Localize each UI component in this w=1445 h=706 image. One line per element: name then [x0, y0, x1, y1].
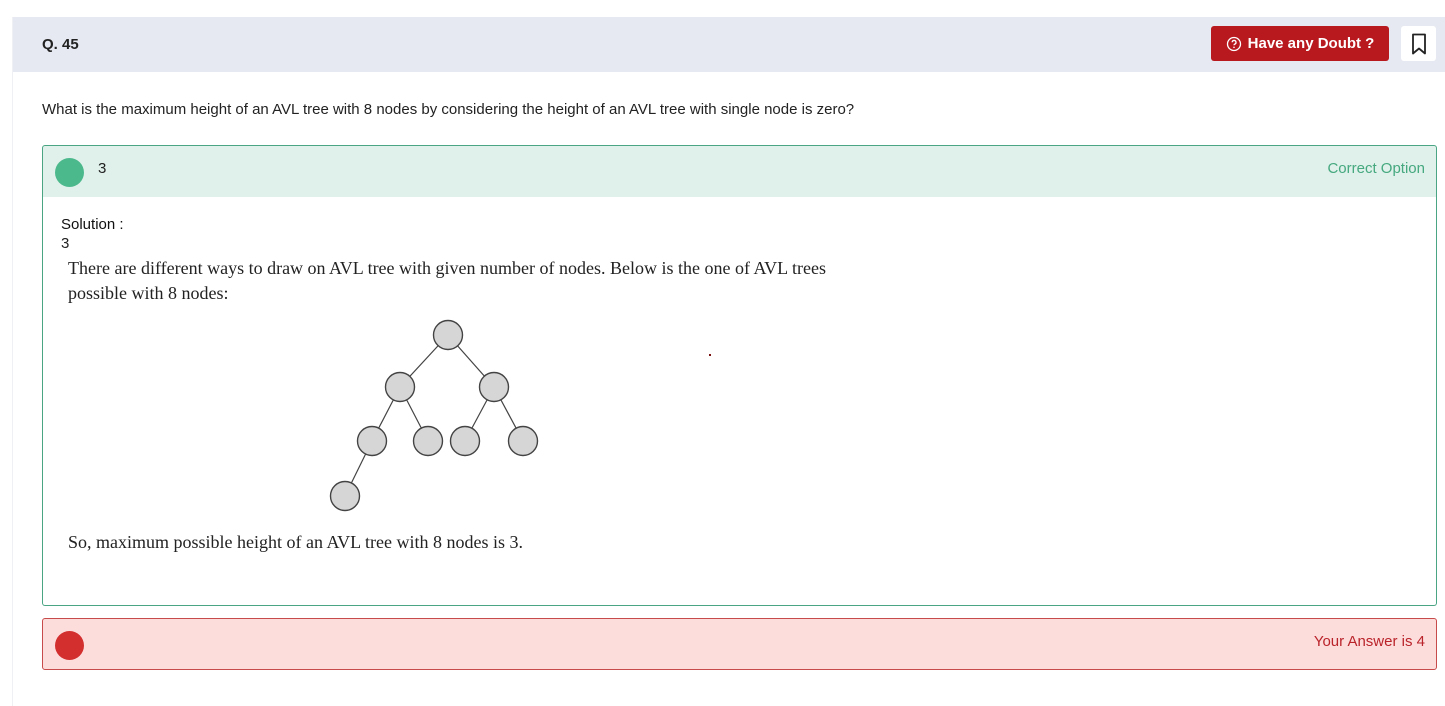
question-header: Q. 45 Have any Doubt ? [13, 17, 1445, 72]
tree-node [412, 425, 444, 457]
bookmark-button[interactable] [1401, 26, 1436, 61]
correct-indicator [55, 158, 84, 187]
correct-option: 3 Correct Option [42, 145, 1437, 198]
solution-paragraph-2: So, maximum possible height of an AVL tr… [68, 532, 523, 552]
doubt-icon [1226, 36, 1242, 52]
tree-node [507, 425, 539, 457]
solution-title: Solution : [61, 216, 124, 233]
solution-panel: Solution : 3 There are different ways to… [42, 197, 1437, 606]
tree-node [384, 371, 416, 403]
question-card: Q. 45 Have any Doubt ? What is the maxim… [12, 17, 1445, 706]
tree-node [356, 425, 388, 457]
correct-option-label: Correct Option [1327, 160, 1425, 177]
tree-node [449, 425, 481, 457]
solution-value: 3 [61, 235, 70, 252]
tree-node [432, 319, 464, 351]
have-doubt-button[interactable]: Have any Doubt ? [1211, 26, 1389, 61]
question-number: Q. 45 [42, 36, 79, 53]
tree-node [329, 480, 361, 512]
have-doubt-label: Have any Doubt ? [1247, 35, 1375, 52]
wrong-indicator [55, 631, 84, 660]
correct-option-value: 3 [98, 160, 107, 177]
bookmark-icon [1411, 33, 1426, 54]
avl-tree-diagram [329, 319, 539, 512]
solution-paragraph-1: There are different ways to draw on AVL … [68, 258, 826, 303]
your-answer-option: Your Answer is 4 [42, 618, 1437, 670]
tree-node [478, 371, 510, 403]
stray-mark [709, 354, 711, 356]
question-text: What is the maximum height of an AVL tre… [42, 101, 855, 118]
your-answer-label: Your Answer is 4 [1313, 633, 1425, 650]
